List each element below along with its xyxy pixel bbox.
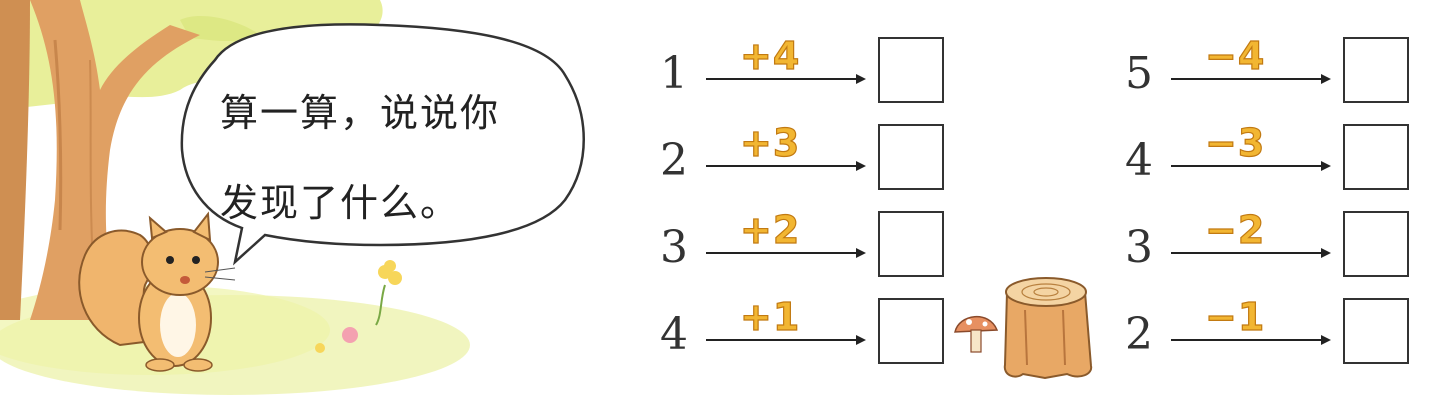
subtraction-row-4: 2 −1 [1125, 294, 1425, 365]
answer-box[interactable] [878, 37, 944, 103]
subtraction-row-3: 3 −2 [1125, 207, 1425, 278]
operation-label: +3 [739, 120, 801, 165]
operation-label: −2 [1204, 207, 1266, 252]
operation-label: +2 [739, 207, 801, 252]
mushroom-icon [954, 315, 999, 353]
illustration [0, 0, 585, 395]
speech-bubble-text: 算一算，说说你 发现了什么。 [220, 68, 580, 248]
squirrel-icon [78, 211, 236, 372]
addition-row-3: 3 +2 [660, 207, 960, 278]
arrow-icon [706, 161, 866, 171]
operation-label: −3 [1204, 120, 1266, 165]
arrow-icon [706, 74, 866, 84]
start-number: 4 [660, 309, 688, 360]
answer-box[interactable] [1343, 298, 1409, 364]
bubble-line-2: 发现了什么。 [220, 181, 461, 225]
stump-icon [1003, 277, 1093, 380]
addition-row-4: 4 +1 [660, 294, 960, 365]
start-number: 3 [660, 222, 688, 273]
start-number: 5 [1125, 48, 1153, 99]
start-number: 3 [1125, 222, 1153, 273]
start-number: 4 [1125, 135, 1153, 186]
operation-label: +4 [739, 33, 801, 78]
arrow-icon [1171, 248, 1331, 258]
subtraction-row-2: 4 −3 [1125, 120, 1425, 191]
arrow-icon [706, 248, 866, 258]
arrow-icon [1171, 335, 1331, 345]
start-number: 1 [660, 48, 688, 99]
addition-row-2: 2 +3 [660, 120, 960, 191]
answer-box[interactable] [878, 298, 944, 364]
operation-label: +1 [739, 294, 801, 339]
answer-box[interactable] [1343, 124, 1409, 190]
flower-icon [315, 260, 402, 353]
answer-box[interactable] [1343, 211, 1409, 277]
start-number: 2 [660, 135, 688, 186]
bubble-line-1: 算一算，说说你 [220, 91, 501, 135]
operation-label: −1 [1204, 294, 1266, 339]
stump-illustration [954, 277, 1093, 380]
arrow-icon [1171, 74, 1331, 84]
answer-box[interactable] [1343, 37, 1409, 103]
operation-label: −4 [1204, 33, 1266, 78]
arrow-icon [1171, 161, 1331, 171]
start-number: 2 [1125, 309, 1153, 360]
answer-box[interactable] [878, 211, 944, 277]
speech-bubble-icon [180, 23, 585, 266]
subtraction-row-1: 5 −4 [1125, 33, 1425, 104]
arrow-icon [706, 335, 866, 345]
addition-row-1: 1 +4 [660, 33, 960, 104]
answer-box[interactable] [878, 124, 944, 190]
